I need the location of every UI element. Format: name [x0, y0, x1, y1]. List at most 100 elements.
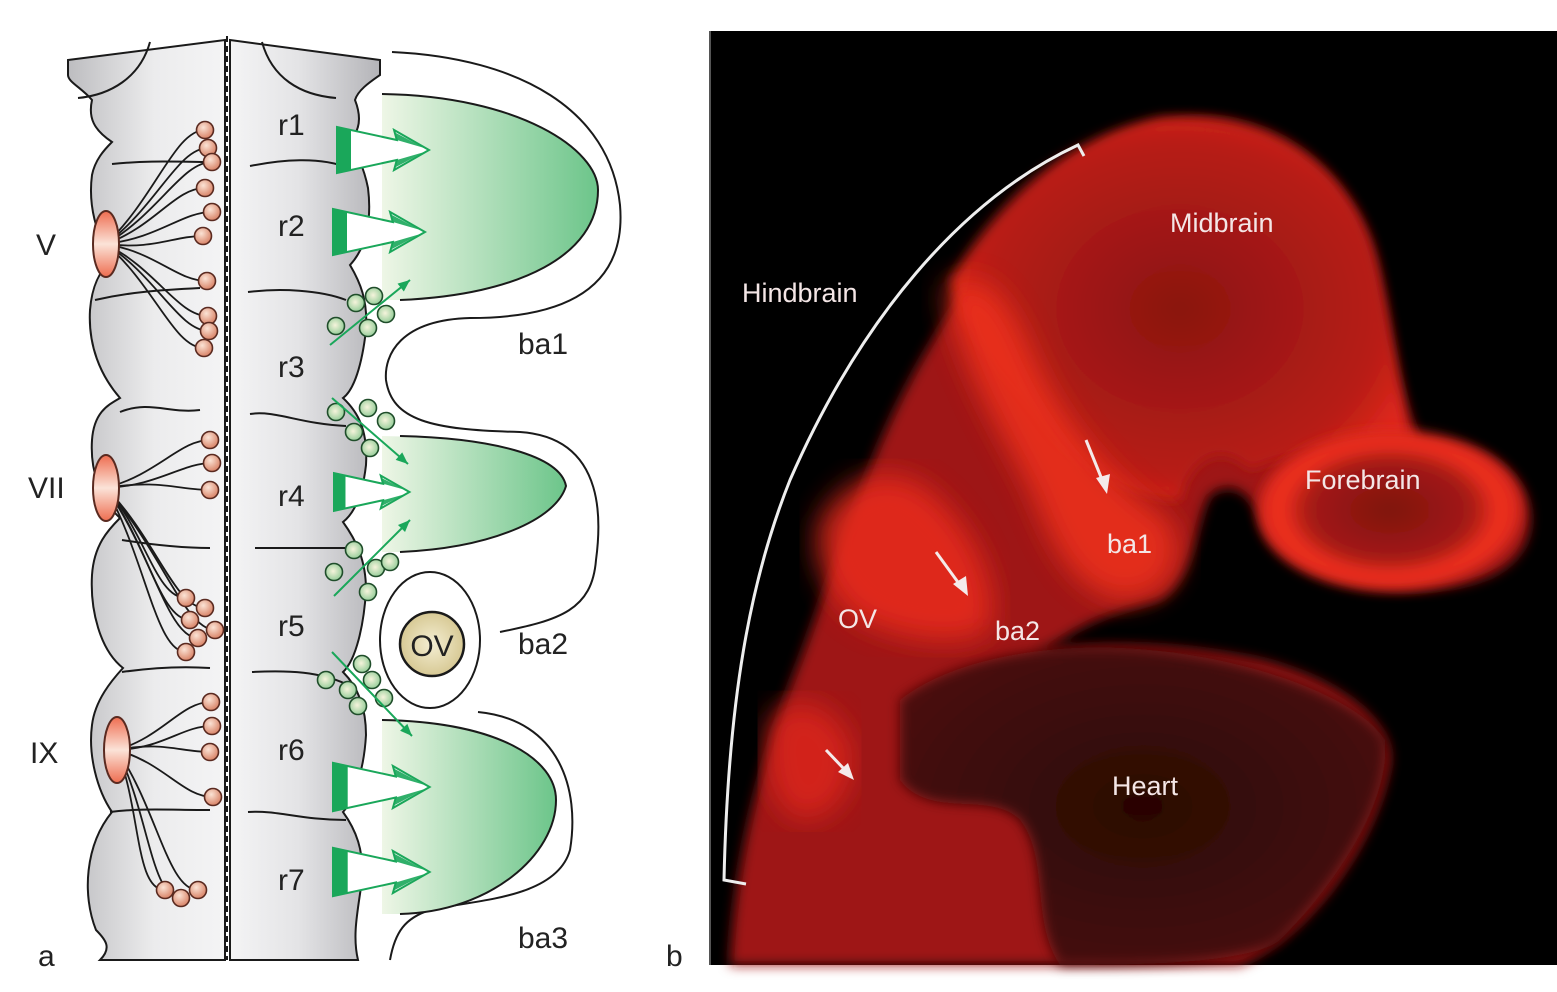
neural-crest-cell	[344, 422, 364, 442]
axon	[105, 161, 213, 245]
neuron-cell-body	[199, 321, 219, 341]
migration-arrow-head	[394, 152, 425, 168]
otic-vesicle-label: OV	[410, 630, 453, 663]
arch-label: ba1	[518, 328, 568, 361]
migration-arrow-head	[394, 132, 425, 148]
rhombomere-label: r6	[278, 734, 305, 767]
arrowhead	[397, 520, 410, 533]
neuron-cell-body	[195, 178, 215, 198]
neuron-cell-body	[202, 202, 222, 222]
neural-crest-streams	[316, 279, 413, 737]
migration-path	[331, 397, 409, 465]
ganglion	[103, 716, 131, 784]
neuron-cell-body	[188, 628, 208, 648]
hindbrain-bracket	[722, 143, 1086, 886]
rhombomere-label: r7	[278, 864, 305, 897]
neuron-cell-body	[200, 480, 220, 500]
neuron-cell-body	[202, 716, 222, 736]
neural-crest-cell	[362, 670, 382, 690]
ganglion	[92, 454, 120, 522]
arrow-ba3	[824, 748, 854, 780]
axon	[105, 187, 206, 245]
panel-label-a: a	[38, 940, 55, 973]
neural-crest-cell	[344, 540, 364, 560]
neural-crest-cell	[376, 304, 396, 324]
arrow-ba2	[934, 551, 968, 596]
migration-arrow-tail	[333, 209, 347, 255]
neural-crest-cell	[326, 402, 346, 422]
migration-arrow-tail	[333, 847, 348, 897]
neuron-cell-body	[171, 888, 191, 908]
axon	[116, 749, 199, 891]
neuron-cell-body	[193, 226, 213, 246]
axon	[105, 243, 210, 332]
axon	[105, 129, 206, 245]
axon	[105, 243, 209, 317]
neuron-cell-body	[176, 642, 196, 662]
arrowhead	[395, 452, 408, 464]
migration-arrow-tail	[333, 762, 348, 812]
neuron-cell-body	[202, 453, 222, 473]
migration-arrow-head	[392, 768, 425, 785]
migration-arrow-head	[392, 789, 425, 806]
neuron-cell-body	[195, 598, 215, 618]
nerve-label: V	[36, 229, 56, 262]
rhombomere-label: r3	[278, 351, 305, 384]
panel-b: Hindbrain Midbrain Forebrain ba1 ba2 OV …	[666, 31, 1557, 973]
neural-crest-cell	[348, 696, 368, 716]
migration-arrows	[332, 125, 432, 898]
migration-path	[333, 519, 411, 597]
axon	[105, 487, 187, 653]
arrowhead	[400, 723, 412, 736]
neuron-cell-body	[201, 692, 221, 712]
axon	[105, 487, 216, 631]
panel-a: OV r1 r2 r3 r4 r5 r6 r7 V VII IX ba1 ba2…	[28, 36, 622, 973]
nerve-label: VII	[28, 472, 65, 505]
axon	[105, 211, 213, 245]
axon	[105, 243, 208, 282]
arrowhead	[397, 280, 410, 292]
neuron-cell-body	[188, 880, 208, 900]
embryo-micrograph	[730, 117, 1530, 965]
neural-crest-cell	[360, 438, 380, 458]
axon	[105, 243, 205, 349]
neural-tube-left-half	[67, 38, 226, 961]
neuron-cell-body	[155, 880, 175, 900]
nerve-label: IX	[30, 737, 58, 770]
region-label-ba1: ba1	[1107, 529, 1152, 559]
neuron-cell-body	[195, 120, 215, 140]
neuron-cell-body	[203, 787, 223, 807]
neural-crest-cell	[376, 411, 396, 431]
arch-ba3-mesenchyme	[382, 720, 556, 914]
rhombomere-label: r2	[278, 210, 305, 243]
neural-crest-cell	[324, 562, 344, 582]
arch-ba2-mesenchyme	[382, 436, 566, 552]
cranial-nerves	[92, 120, 225, 908]
arch-label: ba3	[518, 922, 568, 955]
ba1-outline	[384, 51, 622, 633]
ganglion	[92, 210, 120, 278]
region-label-ov: OV	[838, 604, 877, 634]
neuron-cell-body	[197, 271, 217, 291]
region-label-midbrain: Midbrain	[1170, 208, 1274, 238]
neural-crest-cell	[364, 286, 384, 306]
neuron-cell-body	[176, 588, 196, 608]
arch-label: ba2	[518, 628, 568, 661]
migration-arrow-head	[380, 494, 406, 507]
migration-arrow-head	[380, 477, 406, 490]
region-label-forebrain: Forebrain	[1305, 465, 1421, 495]
region-label-heart: Heart	[1112, 771, 1179, 801]
neural-crest-cell	[338, 680, 358, 700]
otic-vesicle	[398, 610, 466, 678]
rhombomere-label: r5	[278, 610, 305, 643]
migration-arrow-tail	[337, 127, 351, 173]
neural-crest-cell	[346, 293, 366, 313]
neural-crest-cell	[358, 318, 378, 338]
neuron-cell-body	[205, 620, 225, 640]
region-label-hindbrain: Hindbrain	[742, 278, 858, 308]
migration-arrow-tail	[334, 473, 346, 511]
neuron-cell-body	[202, 152, 222, 172]
axon	[105, 483, 211, 491]
neuron-cell-body	[180, 610, 200, 630]
neuron-cell-body	[194, 338, 214, 358]
